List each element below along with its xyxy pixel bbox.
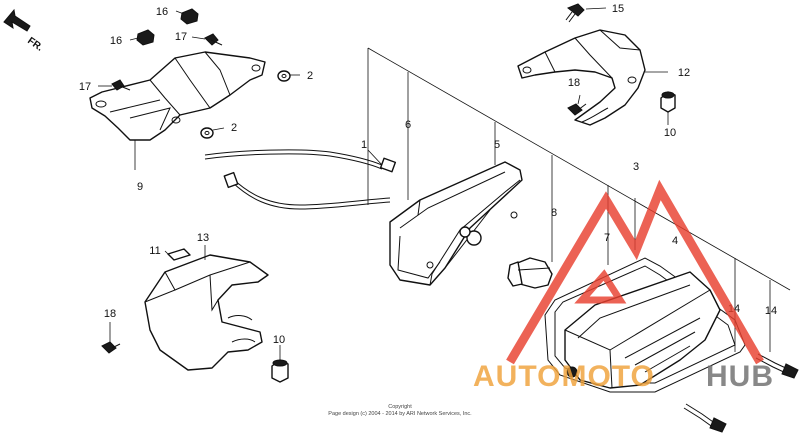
callout-number: 7 bbox=[604, 232, 610, 244]
callout-number: 6 bbox=[405, 119, 411, 131]
leader-lines bbox=[98, 7, 669, 360]
upper-cover-part bbox=[517, 29, 646, 126]
callout-number: 10 bbox=[664, 127, 676, 139]
callout-number: 18 bbox=[104, 308, 116, 320]
bulb-part bbox=[507, 257, 553, 289]
watermark-logo: AUTOMOTO HUB bbox=[473, 179, 774, 393]
tail-light-housing-part bbox=[389, 161, 523, 286]
screw-part bbox=[111, 33, 223, 91]
bracket-part bbox=[89, 51, 266, 170]
callout-number: 12 bbox=[678, 67, 690, 79]
callout-number: 14 bbox=[765, 305, 777, 317]
callout-number: 13 bbox=[197, 232, 209, 244]
copyright-line-2: Page design (c) 2004 - 2014 by ARI Netwo… bbox=[328, 411, 472, 417]
bolt-part bbox=[565, 3, 585, 23]
watermark-brand-primary: AUTOMOTO bbox=[473, 360, 655, 393]
callout-number: 18 bbox=[568, 77, 580, 89]
callout-number: 2 bbox=[307, 70, 313, 82]
callout-number: 4 bbox=[672, 235, 678, 247]
callout-number: 10 bbox=[273, 334, 285, 346]
front-direction-arrow-icon: FR. bbox=[3, 8, 45, 54]
grommet-part bbox=[271, 91, 676, 383]
watermark-brand-secondary: HUB bbox=[706, 360, 774, 393]
tail-lens-part bbox=[564, 271, 721, 389]
callout-number: 11 bbox=[149, 245, 160, 257]
callout-number: 17 bbox=[175, 31, 187, 43]
callout-number: 8 bbox=[551, 207, 557, 219]
callout-number: 16 bbox=[110, 35, 122, 47]
wire-harness-part bbox=[204, 149, 397, 210]
label-sticker-part bbox=[167, 248, 191, 261]
washer-part bbox=[200, 70, 291, 139]
lower-cover-part bbox=[144, 254, 269, 371]
callout-number: 2 bbox=[231, 122, 237, 134]
callout-number: 15 bbox=[612, 3, 624, 15]
callout-number: 17 bbox=[79, 81, 91, 93]
nut-part bbox=[136, 8, 199, 46]
copyright-line-1: Copyright bbox=[388, 404, 412, 410]
direction-label: FR. bbox=[25, 35, 45, 53]
copyright-notice: Copyright Page design (c) 2004 - 2014 by… bbox=[328, 404, 472, 417]
watermark-inner-triangle-icon bbox=[574, 269, 627, 304]
lens-gasket-part bbox=[544, 257, 746, 393]
callout-number: 9 bbox=[137, 181, 143, 193]
callout-labels: 1 2 2 3 4 5 6 7 8 9 10 10 11 12 13 14 14… bbox=[79, 3, 777, 346]
watermark-triangle-icon bbox=[506, 179, 764, 365]
callout-number: 3 bbox=[633, 161, 639, 173]
callout-number: 16 bbox=[156, 6, 168, 18]
callout-number: 1 bbox=[361, 139, 367, 151]
long-screw-part bbox=[683, 353, 799, 433]
callout-number: 5 bbox=[494, 139, 500, 151]
small-screw-part bbox=[101, 103, 587, 354]
